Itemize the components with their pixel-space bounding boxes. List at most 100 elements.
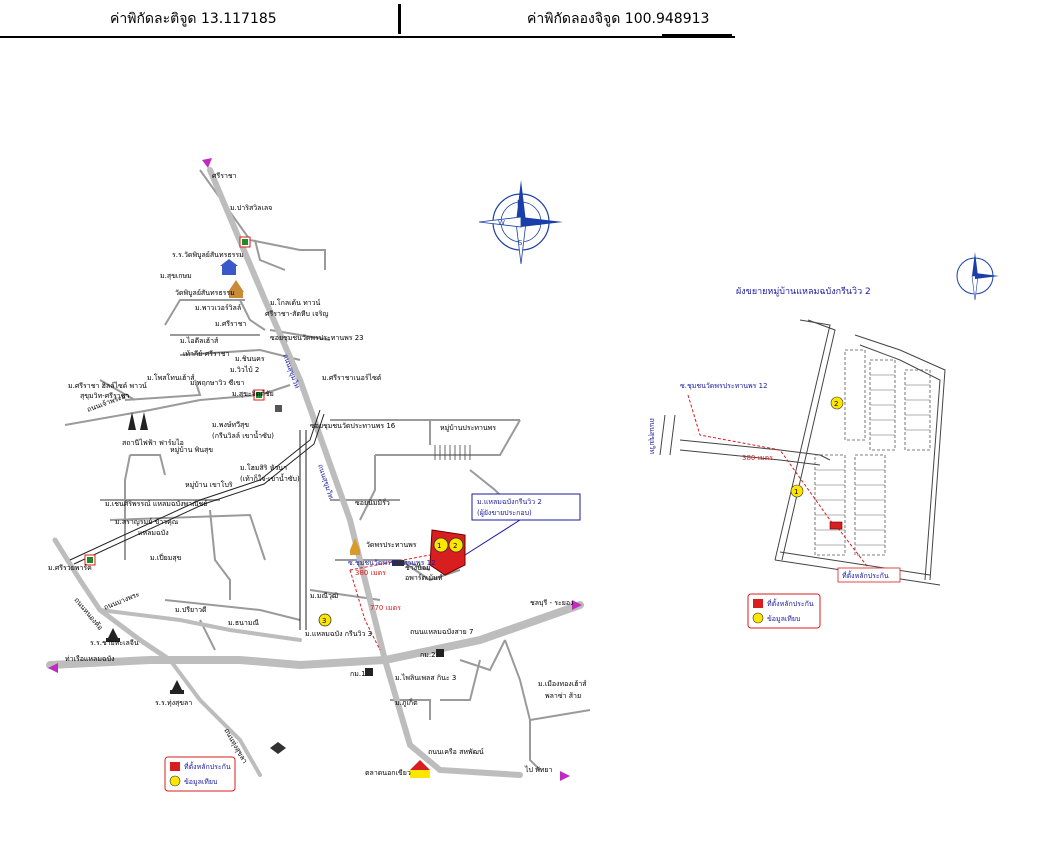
house-icon [392,560,404,566]
market-icon [410,760,430,778]
callout-arrow [464,519,521,556]
inset-legend-plot-label: ที่ตั้งหลักประกัน [767,597,814,608]
map-label: พลาซ่า ส้าย [545,692,581,700]
map-label: ซอยนิมมิรั่ว [355,498,390,507]
map-label: วัดพิบูลย์สันทรธรรม [175,289,235,297]
map-label: ม.ปรียาวดี [175,606,207,614]
map-label: วัดพรประทานพร [366,541,417,549]
seven-eleven-icon [239,236,251,248]
coordinate-header: ค่าพิกัดละติจูด 13.117185 ค่าพิกัดลองจิจ… [0,0,735,38]
map-label: แหลมฉบัง [138,529,169,537]
map-label: ม.เมืองทองเฮ้าส์ [538,680,587,688]
map-label: (เท้าก็ใจ-เขาน้ำซับ) [240,472,300,483]
target-callout-subtitle: (ผู้ยังขายประกอบ) [477,509,532,517]
map-label: ศรีราชา-สัตหีบ เจริญ [265,310,328,318]
inset-title: ผังขยายหมู่บ้านแหลมฉบังกรีนวิว 2 [736,286,871,297]
map-label: ม.เปี่ยมสุข [150,553,182,562]
inset-legend: ที่ตั้งหลักประกัน ข้อมูลเทียบ [747,593,821,629]
map-label: ม.ภูเก็ต [395,698,418,707]
minor-roads [64,169,591,771]
map-label: ม.ชินนคร [235,355,265,363]
map-label: ม.ศรีราชาเนอร์ไซด์ [322,373,381,382]
map-label: ถนนแหลมฉบังสาย 7 [410,628,473,636]
seven-eleven-icon [253,389,265,401]
map-label: ม.โกลเด้น ทาวน์ [270,298,321,307]
map-label: ชลบุรี - ระยอง [530,599,573,607]
comparable-2-label: 2 [453,542,457,550]
map-label: ม.ไอดีลเฮ้าส์ [180,336,219,345]
compass-rose-inset [956,252,999,301]
legend-comparable-label: ข้อมูลเทียบ [184,778,217,786]
temple-icon [350,538,360,555]
map-label: ร.ร.วัดพิบูลย์สันทรธรรม [172,251,244,259]
map-label: ม.สุขะจิตต์ชัย [232,390,274,398]
map-label: ร.ร.ชายทะเลจีน [90,639,139,647]
road-label: ถนนหนองค้อ [72,596,104,632]
map-label: กม.2 [420,651,436,659]
map-label: ม.สุขเกษม [160,272,192,280]
inset-plot [829,521,843,530]
shop-icon [270,742,286,754]
power-tower-icon [128,412,148,430]
comparable-3-marker [318,613,332,627]
map-label: อพาร์ตเม้นท์ [405,574,443,582]
seven-eleven-icon [84,554,96,566]
map-label: ม.มณีวุฒิ [310,592,338,600]
main-legend: ที่ตั้งหลักประกัน ข้อมูลเทียบ [164,756,236,792]
inset-distance-label: 380 เมตร [742,454,773,462]
inset-road-label: ถนนสุขุมวิท [648,418,656,454]
road-label: ถนนบางพระ [103,590,141,612]
map-label: ม.ศรีรวยพาร์ค [48,564,92,572]
temple-icon [228,280,244,298]
map-label: (กรีนวิลล์ เขาน้ำซับ) [212,429,274,440]
map-label: หมู่บ้าน พินสุข [170,446,213,454]
police-icon [106,628,120,642]
comparable-1-label: 1 [437,542,441,550]
inset-map: ผังขยายหมู่บ้านแหลมฉบังกรีนวิว 2 [648,252,999,629]
map-label: หมู่บ้านประทานพร [440,424,496,432]
map-label: ม.พงษ์ทวีสุข [212,421,249,429]
map-label: ซอยชุมชนวัดประทานพร 16 [310,422,396,430]
inset-legend-comparable-label: ข้อมูลเทียบ [767,615,800,623]
compass-n: N [517,199,524,208]
map-label: ไป พัทยา [524,765,553,774]
map-label: กม.1 [350,670,366,678]
railway [69,409,325,630]
map-label: ตลาดนอกเขียว [365,769,411,777]
map-label: ศรีราชา [212,172,237,180]
map-label: ม.แหลมฉบัง กรีนวิว 3 [305,630,372,638]
map-label: ม.พฤกษาวิว ซีเขา [190,379,244,387]
compass-e: E [536,219,540,227]
inset-soi-label: ซ.ชุมชนวัดพรประทานพร 12 [680,382,768,390]
compass-rose-main: N E S W [478,180,563,265]
map-label: ม.วิวไบ้ 2 [230,365,259,374]
inset-comparable-1 [790,484,804,498]
main-roads [46,167,584,778]
km-marker-icon [365,668,373,676]
map-label: ม.ศรีราชา [215,320,246,328]
map-label: ม.สราญรมย์ ข้าวคุณ [115,518,179,526]
map-label: เท้ากีย์-ศรีราชา [183,350,229,358]
map-label: ร.ร.ทุ่งสุขลา [155,699,192,707]
map-label: ม.พาวเวอร์วิลล์ [195,304,241,312]
longitude-text: ค่าพิกัดลองจิจูด 100.948913 [527,11,710,27]
school-icon [220,259,238,275]
inset-plot-label: ที่ตั้งหลักประกัน [842,569,889,580]
map-label: ม.เชนศิริพรรณ์ แหลมฉบังพาณิชย์ [105,500,207,508]
map-label: ช้างน้อย [405,564,430,572]
compass-s: S [518,239,523,247]
direction-arrows [48,158,582,781]
inset-comp-2-label: 2 [834,400,838,408]
header-divider [398,4,401,34]
map-label: ม.โฮมสิริ หัวนา [240,463,287,472]
map-label: ซอยชุมชนวัดพรประทานพร 23 [270,334,364,342]
comparable-3-label: 3 [322,617,326,625]
map-label: ถนนเครือ สหพัฒน์ [428,748,484,756]
map-label: ท่าเรือแหลมฉบัง [65,655,115,663]
km-marker-icon [436,649,444,657]
inset-comp-1-label: 1 [794,488,798,496]
compass-w: W [498,219,505,227]
latitude-text: ค่าพิกัดละติจูด 13.117185 [110,11,277,27]
village-hatch [434,445,471,460]
collateral-plot [429,529,466,576]
